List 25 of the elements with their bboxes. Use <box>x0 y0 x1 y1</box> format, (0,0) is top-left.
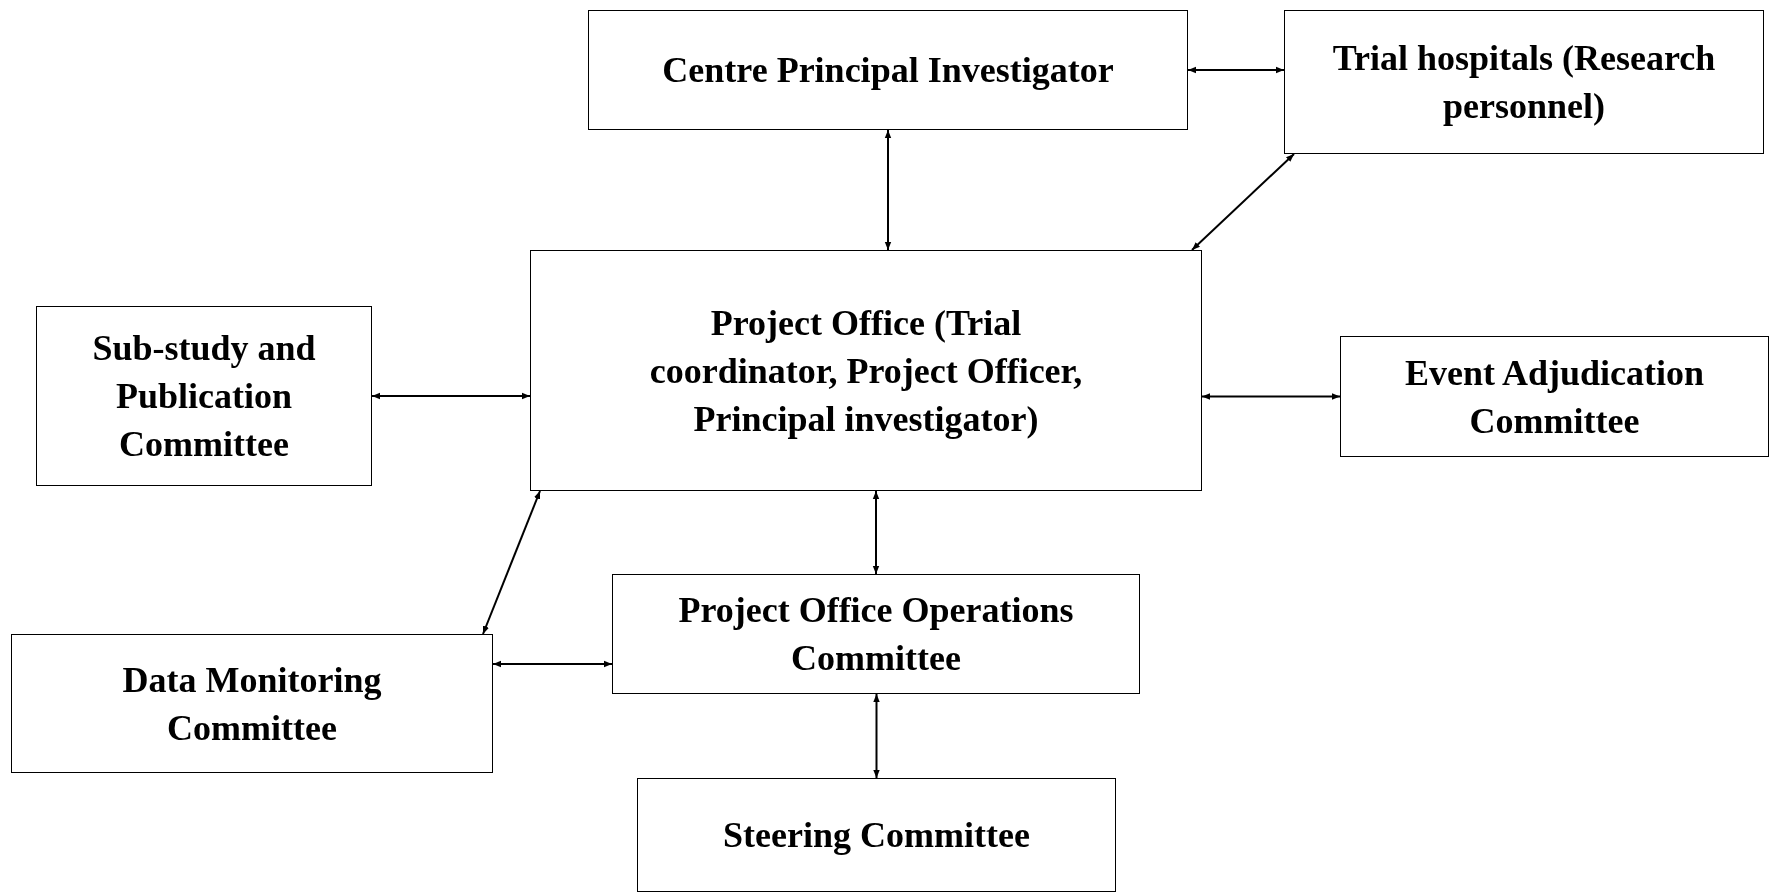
committee-box <box>612 574 1140 694</box>
double-arrow <box>873 693 880 779</box>
double-arrow <box>872 490 880 575</box>
committee-box <box>1284 10 1764 154</box>
box-label: Project Office (Trial coordinator, Project Officer, Principal investigator) <box>648 301 1084 441</box>
box-label: Data Monitoring Committee <box>121 658 383 750</box>
double-arrow <box>1187 66 1285 74</box>
double-arrow <box>1201 393 1341 400</box>
double-arrow <box>492 660 613 668</box>
double-arrow <box>1191 153 1295 251</box>
committee-box <box>637 778 1116 892</box>
committee-box <box>530 250 1202 491</box>
committee-box <box>1340 336 1769 457</box>
committee-box <box>11 634 493 773</box>
box-label: Trial hospitals (Research personnel) <box>1331 37 1717 128</box>
box-label: Steering Committee <box>723 814 1030 857</box>
double-arrow <box>884 129 892 251</box>
committee-box <box>588 10 1188 130</box>
box-label: Project Office Operations Committee <box>677 589 1075 680</box>
committee-box <box>36 306 372 486</box>
double-arrow <box>482 490 541 635</box>
double-arrow <box>371 392 531 400</box>
box-label: Sub-study and Publication Committee <box>91 327 317 466</box>
box-label: Event Adjudication Committee <box>1403 351 1706 443</box>
box-label: Centre Principal Investigator <box>662 49 1114 92</box>
